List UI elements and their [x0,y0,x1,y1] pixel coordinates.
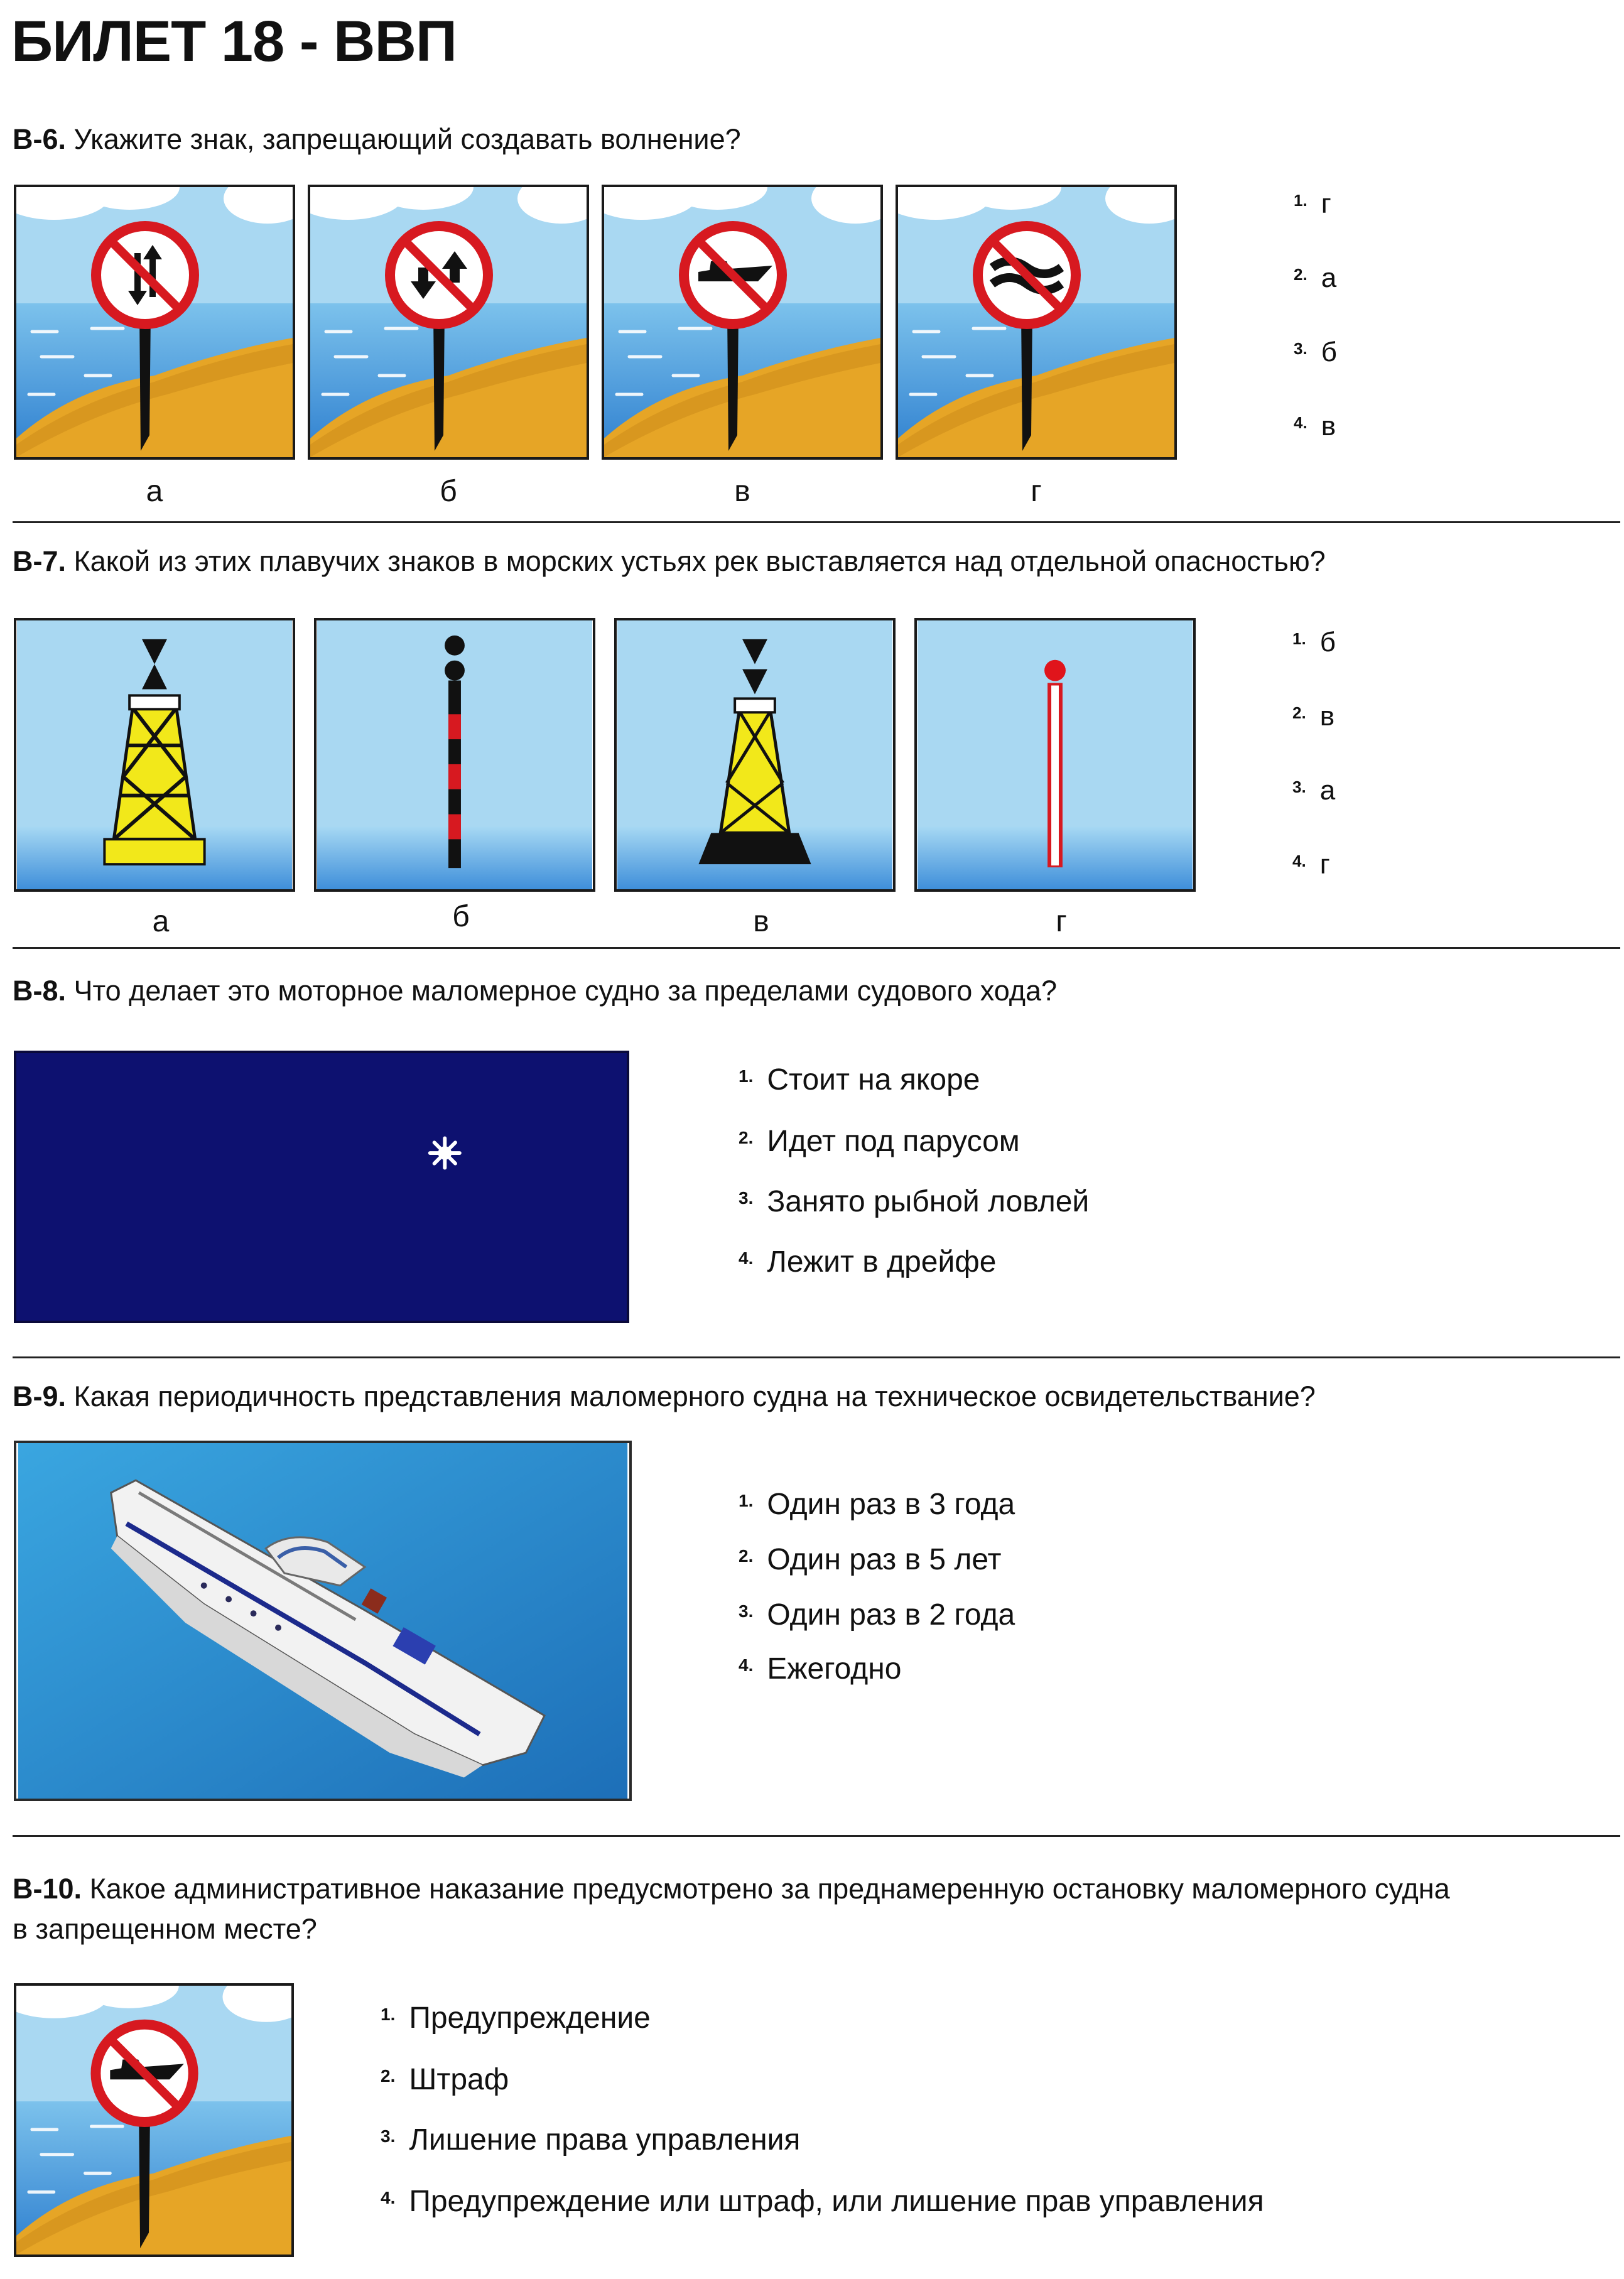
answer-option-2[interactable]: 2.в [1292,701,1335,732]
answer-option-4[interactable]: 4.Предупреждение или штраф, или лишение … [381,2185,1264,2218]
question-text: Что делает это моторное маломерное судно… [73,975,1058,1007]
red-pole-buoy-icon [917,620,1193,889]
white-light-icon [19,1053,624,1321]
answer-option-1[interactable]: 1.г [1294,188,1331,219]
question-number: В-6. [13,123,67,155]
answer-option-4[interactable]: 4.Лежит в дрейфе [739,1245,997,1279]
buoy-image-g[interactable] [914,618,1196,892]
caption-a: а [152,905,170,938]
no-waves-sign-icon [898,187,1174,457]
answer-option-1[interactable]: 1.Предупреждение [381,2001,651,2035]
yellow-buoy-icon [16,620,293,889]
question-7: В-7. Какой из этих плавучих знаков в мор… [13,541,1608,582]
buoy-image-v[interactable] [614,618,896,892]
answer-option-4[interactable]: 4.г [1292,849,1330,880]
divider [13,1835,1620,1837]
question-number: В-10. [13,1873,82,1905]
question-8: В-8. Что делает это моторное маломерное … [13,971,1608,1011]
question-text: Какой из этих плавучих знаков в морских … [73,545,1326,577]
caption-g: г [1031,475,1042,508]
sign-image-q10[interactable] [14,1983,294,2257]
caption-v: в [753,905,769,938]
answer-option-2[interactable]: 2.Один раз в 5 лет [739,1543,1002,1576]
page-title: БИЛЕТ 18 - ВВП [11,9,457,73]
no-passing-sign-icon [310,187,587,457]
sign-image-a[interactable] [14,185,295,460]
question-text-line-2: в запрещенном месте? [13,1913,317,1945]
divider [13,947,1620,949]
answer-option-1[interactable]: 1.б [1292,627,1336,658]
motor-yacht-icon [18,1443,628,1799]
answer-option-1[interactable]: 1.Один раз в 3 года [739,1488,1015,1521]
buoy-image-a[interactable] [14,618,295,892]
answer-option-4[interactable]: 4.Ежегодно [739,1652,902,1686]
answer-option-3[interactable]: 3.Лишение права управления [381,2123,801,2157]
sign-image-b[interactable] [308,185,589,460]
question-number: В-9. [13,1380,67,1412]
answer-option-4[interactable]: 4.в [1294,411,1336,441]
question-text: Какая периодичность представления маломе… [73,1380,1316,1412]
answer-option-3[interactable]: 3.а [1292,775,1336,806]
question-6: В-6. Укажите знак, запрещающий создавать… [13,119,1608,160]
no-overtaking-sign-icon [16,187,293,457]
answer-option-2[interactable]: 2.Идет под парусом [739,1125,1020,1158]
question-number: В-7. [13,545,67,577]
no-motorboat-sign-icon [604,187,880,457]
divider [13,1356,1620,1358]
sign-image-v[interactable] [602,185,883,460]
caption-a: а [146,475,163,508]
answer-option-3[interactable]: 3.б [1294,337,1337,367]
answer-option-3[interactable]: 3.Занято рыбной ловлей [739,1185,1090,1218]
answer-option-2[interactable]: 2.а [1294,263,1337,293]
caption-b: б [452,900,470,933]
question-text: Какое административное наказание предусм… [89,1873,1450,1905]
caption-v: в [734,475,750,508]
answer-option-3[interactable]: 3.Один раз в 2 года [739,1598,1015,1632]
buoy-image-b[interactable] [314,618,595,892]
answer-option-2[interactable]: 2.Штраф [381,2063,509,2096]
question-9: В-9. Какая периодичность представления м… [13,1377,1608,1417]
caption-g: г [1056,905,1067,938]
motor-yacht-image[interactable] [14,1441,632,1801]
spar-buoy-icon [317,620,593,889]
night-scene-image[interactable] [14,1051,629,1323]
question-text: Укажите знак, запрещающий создавать волн… [73,123,741,155]
answer-option-1[interactable]: 1.Стоит на якоре [739,1063,980,1096]
divider [13,521,1620,523]
question-10: В-10. Какое административное наказание п… [13,1869,1608,1949]
no-motorboat-sign-icon [16,1986,291,2255]
caption-b: б [440,475,457,508]
sign-image-g[interactable] [896,185,1177,460]
black-buoy-icon [617,620,893,889]
question-number: В-8. [13,975,67,1007]
